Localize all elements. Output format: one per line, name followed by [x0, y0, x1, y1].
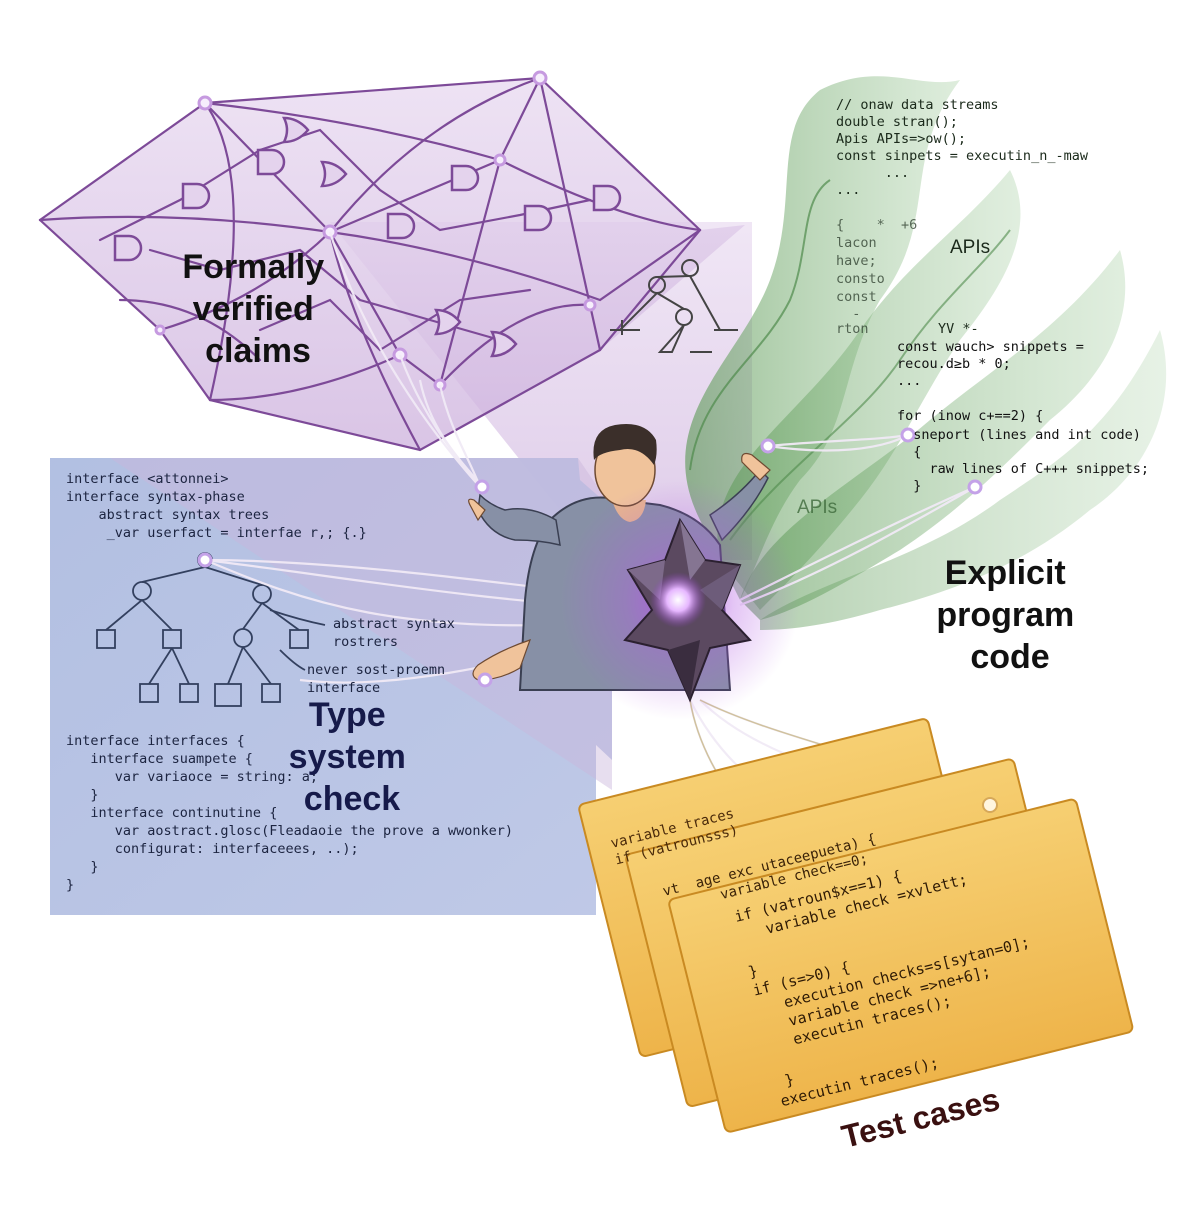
- card-pin: [982, 797, 998, 813]
- test-card-3: [668, 798, 1134, 1133]
- formal-label: Formally verified claims: [182, 248, 333, 370]
- type-tree-notes: abstract syntax rostrers never sost-proe…: [307, 616, 463, 696]
- program-code-star: YV *-: [938, 321, 979, 337]
- program-code-middle: { * +6 lacon have; consto const - rton: [836, 217, 925, 337]
- type-label: Type system check: [289, 696, 416, 818]
- thread-endpoints: [197, 427, 983, 688]
- program-label: Explicit program code: [936, 554, 1083, 676]
- test-cases-panel: [578, 718, 1134, 1133]
- type-system-panel: [50, 458, 612, 915]
- apis-label-bottom: APIs: [797, 497, 837, 518]
- network-nodes: [154, 70, 597, 392]
- tree-icon: [610, 259, 738, 353]
- apis-label-top: APIs: [950, 237, 990, 258]
- program-code-panel: [685, 76, 1167, 630]
- program-code-top: // onaw data streams double stran(); Api…: [836, 97, 1096, 198]
- type-code-top: interface <attonnei> interface syntax-ph…: [66, 471, 367, 541]
- type-code-bottom: interface interfaces { interface suampet…: [66, 733, 521, 893]
- crystal-icon: [623, 517, 752, 703]
- logic-gate-icon: [113, 116, 622, 358]
- program-code-main: const wauch> snippets = recou.d≥b * 0; .…: [897, 339, 1157, 494]
